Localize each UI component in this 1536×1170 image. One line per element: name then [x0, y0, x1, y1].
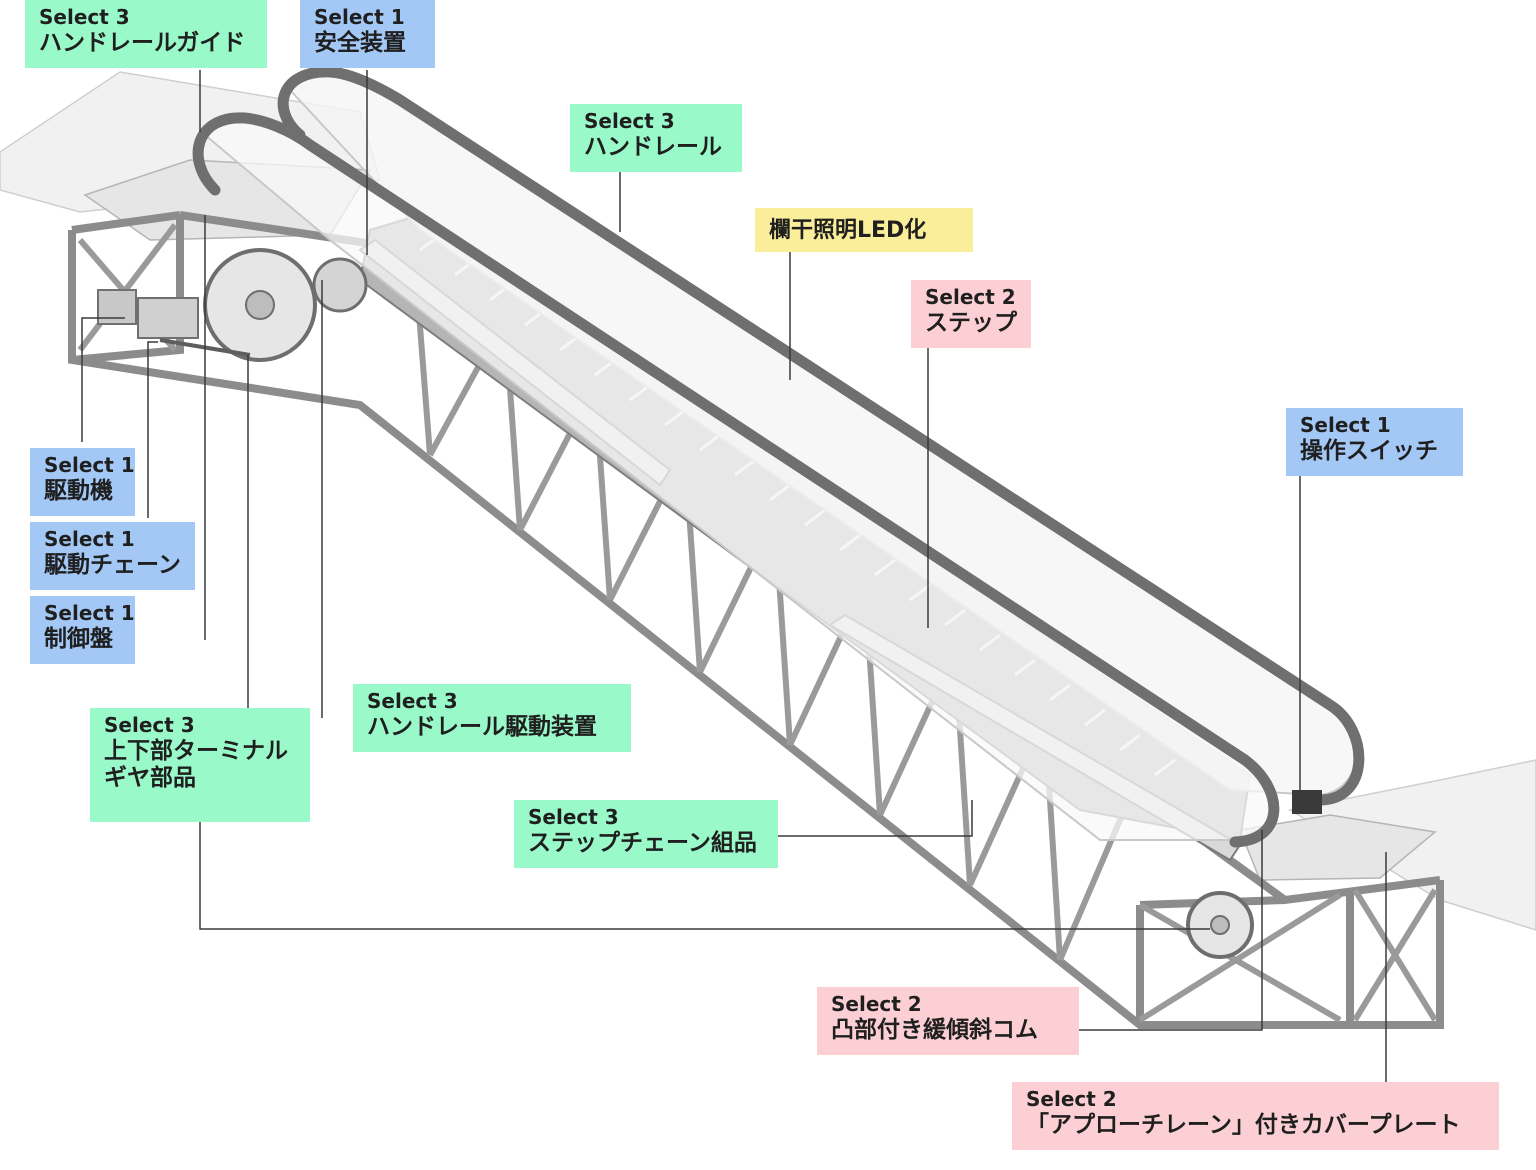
select-tag: Select 1	[314, 5, 405, 29]
label-handrail-guide: Select 3 ハンドレールガイド	[25, 0, 267, 68]
part-name: ハンドレールガイド	[39, 29, 246, 56]
select-tag: Select 1	[44, 453, 135, 477]
label-comb: Select 2 凸部付き緩傾斜コム	[817, 987, 1079, 1055]
select-tag: Select 2	[925, 285, 1016, 309]
part-name: 駆動機	[44, 477, 113, 504]
upper-sprocket-hub	[245, 290, 275, 320]
select-tag: Select 3	[367, 689, 458, 713]
part-name: 「アプローチレーン」付きカバープレート	[1026, 1111, 1461, 1138]
part-name-line2: ギヤ部品	[104, 764, 196, 791]
part-name: ステップチェーン組品	[528, 829, 757, 856]
control-box	[97, 289, 137, 325]
far-handrail	[277, 66, 1365, 806]
part-name: 操作スイッチ	[1300, 437, 1438, 464]
part-name: ステップ	[925, 309, 1017, 336]
label-control-panel: Select 1 制御盤	[30, 596, 135, 664]
part-name: ハンドレール	[584, 133, 722, 160]
upper-step-wheel	[312, 257, 368, 313]
part-name: 上下部ターミナル	[104, 737, 288, 764]
label-drive-unit: Select 1 駆動機	[30, 448, 135, 516]
select-tag: Select 3	[584, 109, 675, 133]
select-tag: Select 3	[104, 713, 195, 737]
near-handrail	[192, 112, 1280, 848]
part-name: 凸部付き緩傾斜コム	[831, 1016, 1038, 1043]
drive-machine-body	[137, 297, 199, 339]
select-tag: Select 1	[1300, 413, 1391, 437]
select-tag: Select 3	[528, 805, 619, 829]
part-name: ハンドレール駆動装置	[367, 713, 597, 740]
label-handrail-drive: Select 3 ハンドレール駆動装置	[353, 684, 631, 752]
select-tag: Select 2	[1026, 1087, 1117, 1111]
leader-lines	[81, 70, 1387, 1082]
operation-switch-box	[1292, 790, 1322, 814]
label-step-chain: Select 3 ステップチェーン組品	[514, 800, 778, 868]
select-tag: Select 2	[831, 992, 922, 1016]
part-name: 制御盤	[44, 625, 113, 652]
label-operation-switch: Select 1 操作スイッチ	[1286, 408, 1463, 476]
label-safety-device: Select 1 安全装置	[300, 0, 435, 68]
label-drive-chain: Select 1 駆動チェーン	[30, 522, 195, 590]
label-step: Select 2 ステップ	[911, 280, 1031, 348]
part-name: 駆動チェーン	[44, 551, 181, 578]
label-cover-plate: Select 2 「アプローチレーン」付きカバープレート	[1012, 1082, 1499, 1150]
part-name: 安全装置	[314, 29, 406, 56]
label-terminal-gear: Select 3 上下部ターミナル ギヤ部品	[90, 708, 310, 822]
label-handrail: Select 3 ハンドレール	[570, 104, 742, 172]
part-name: 欄干照明LED化	[769, 218, 927, 243]
select-tag: Select 1	[44, 601, 135, 625]
select-tag: Select 3	[39, 5, 130, 29]
select-tag: Select 1	[44, 527, 135, 551]
label-balustrade-led: 欄干照明LED化	[755, 208, 973, 252]
lower-wheel-hub	[1210, 915, 1230, 935]
